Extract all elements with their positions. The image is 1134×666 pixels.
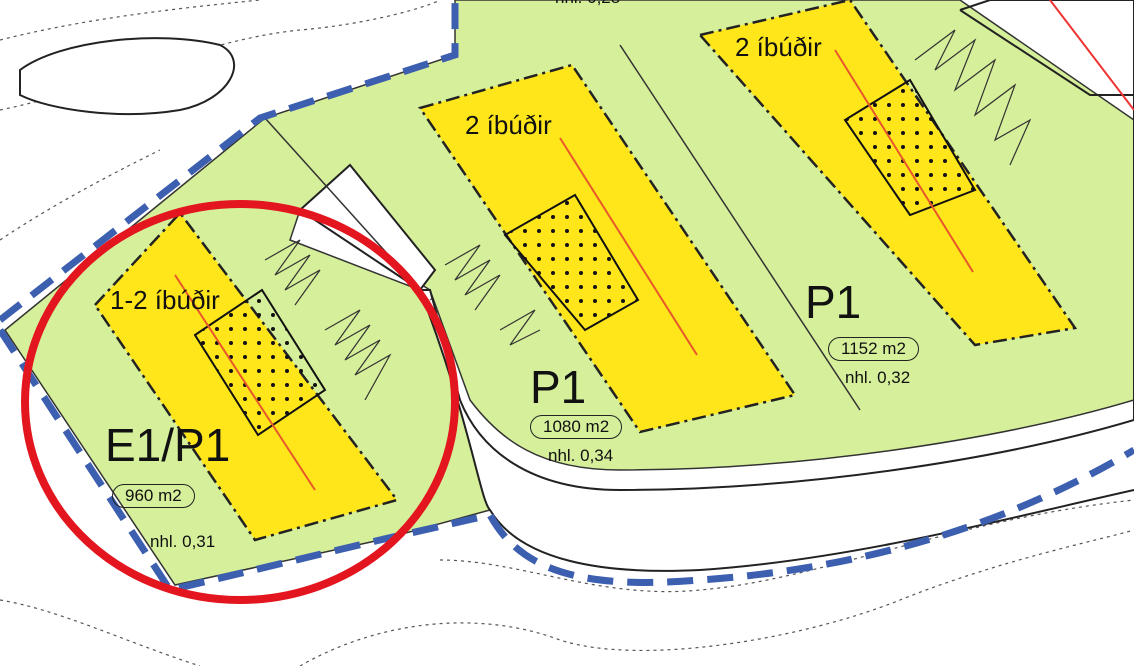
lot-2-ratio: nhl. 0,34 [548, 446, 614, 465]
lot-3-ratio: nhl. 0,32 [845, 368, 911, 387]
road-edge-right [959, 9, 1134, 96]
lot-1-zone: E1/P1 [105, 419, 231, 471]
highlight-circle [21, 200, 459, 604]
ridge-direction-arrows [174, 49, 974, 491]
lot-1-area: 960 m2 [112, 484, 195, 508]
lot-1-units: 1-2 íbúðir [110, 285, 220, 315]
terrain-contour [19, 37, 236, 115]
plan-boundary [0, 0, 1134, 594]
lot-3-zone: P1 [805, 276, 862, 328]
top-ratio-label: nhl. 0,28 [555, 0, 620, 8]
lot-2-area: 1080 m2 [530, 415, 623, 439]
adjacent-boundary [1049, 0, 1134, 111]
house-footprints [193, 78, 977, 437]
parking-symbols [264, 29, 1032, 401]
lot-2-zone: P1 [530, 361, 587, 413]
lot-3-area: 1152 m2 [828, 337, 919, 361]
lot-3-units: 2 íbúðir [735, 32, 822, 62]
lot-2-units: 2 íbúðir [465, 110, 552, 140]
lot-1-ratio: nhl. 0,31 [150, 532, 216, 551]
building-existing [298, 163, 437, 292]
